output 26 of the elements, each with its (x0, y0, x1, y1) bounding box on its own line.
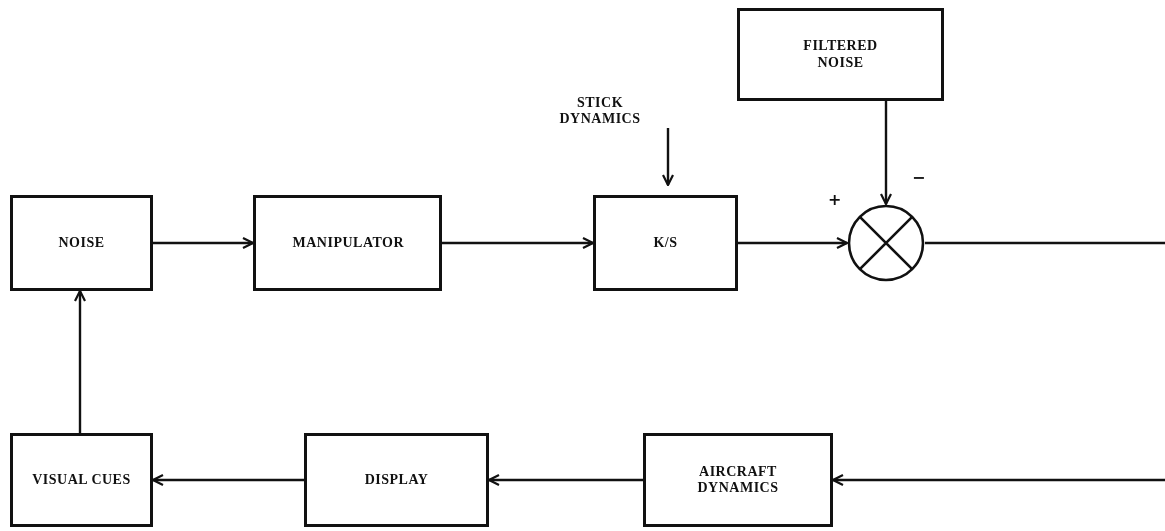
input-label: STICK DYNAMICS (558, 94, 642, 128)
arrow (487, 473, 643, 487)
arrow (442, 236, 595, 250)
block-label: DISPLAY (364, 471, 429, 489)
block-box (304, 433, 489, 527)
block-label: AIRCRAFT DYNAMICS (696, 463, 780, 497)
arrow (151, 473, 304, 487)
sign-label: − (912, 168, 926, 187)
block-box (10, 195, 153, 291)
block-box (593, 195, 738, 291)
arrow (73, 289, 87, 433)
block-label: NOISE (58, 234, 105, 252)
block-label: VISUAL CUES (32, 471, 131, 489)
sign-label: + (828, 190, 842, 209)
block-box (10, 433, 153, 527)
block-label: K/S (653, 234, 678, 252)
arrow (661, 128, 675, 187)
arrow (153, 236, 255, 250)
block-label: MANIPULATOR (292, 234, 403, 252)
block-box (253, 195, 442, 291)
block-box (737, 8, 944, 101)
block-box (643, 433, 833, 527)
arrow (879, 101, 893, 206)
arrow (831, 473, 1165, 487)
arrow (738, 236, 849, 250)
block-label: FILTERED NOISE (802, 38, 879, 71)
